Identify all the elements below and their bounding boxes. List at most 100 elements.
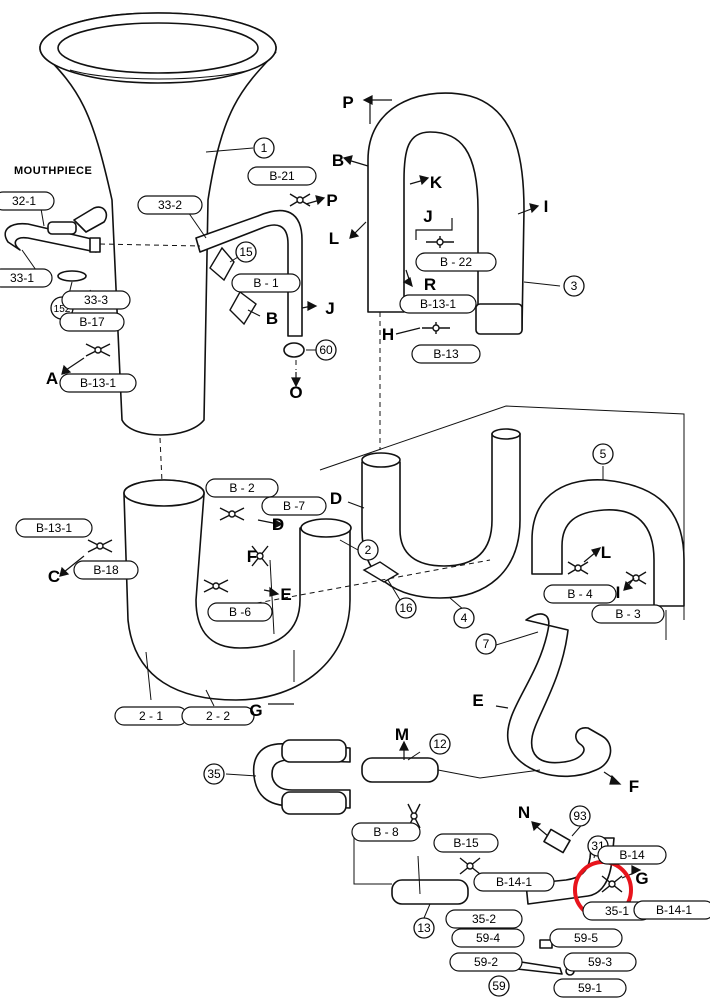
part-label-text: B - 4: [567, 587, 593, 601]
callout-number: 5: [600, 447, 607, 461]
part-label-text: 35-2: [472, 912, 496, 926]
part-label-text: 32-1: [12, 194, 36, 208]
callout-number: 3: [571, 279, 578, 293]
callout-4: 4: [453, 607, 475, 629]
part-label-text: B-15: [453, 836, 479, 850]
curved-tube: [506, 613, 612, 778]
direction-letter-dL2: L: [601, 543, 611, 562]
part-label-pill: [399, 294, 477, 314]
valve-u-tube: [361, 428, 521, 599]
callout-number: 13: [417, 921, 431, 935]
mouthpiece-assembly: [4, 206, 108, 282]
callout-number: 93: [573, 809, 587, 823]
brace-fittings: [85, 193, 647, 893]
part-label-pb15: B-15: [433, 833, 499, 853]
part-label-text: 33-1: [10, 271, 34, 285]
part-label-text: B-14-1: [656, 903, 692, 917]
part-label-pill: [0, 268, 53, 288]
leadpipe: [195, 209, 303, 337]
part-label-pill: [591, 604, 665, 624]
part-label-text: B-18: [93, 563, 119, 577]
part-label-p594: 59-4: [451, 928, 525, 948]
direction-letter-dL1: L: [329, 229, 339, 248]
callout-circle: [357, 539, 379, 561]
part-label-pill: [415, 252, 497, 272]
part-label-text: B-21: [269, 169, 295, 183]
part-label-pb131c: B-13-1: [15, 518, 93, 538]
part-label-text: B-14-1: [496, 875, 532, 889]
part-label-p332: 33-2: [137, 195, 203, 215]
part-label-pill: [207, 602, 273, 622]
direction-letter-dI1: I: [544, 197, 549, 216]
heading-group: MOUTHPIECE: [14, 165, 92, 177]
part-label-pill: [261, 496, 327, 516]
callout-number: 7: [483, 637, 490, 651]
part-label-p331: 33-1: [0, 268, 53, 288]
direction-letter-dP2: P: [326, 191, 337, 210]
callout-number: 152: [54, 304, 71, 315]
part-label-p333: 33-3: [61, 290, 131, 310]
assembly-guides: [99, 243, 491, 609]
callout-circle: [563, 275, 585, 297]
part-label-p593: 59-3: [563, 952, 637, 972]
callout-15: 15: [235, 241, 257, 263]
part-label-p595: 59-5: [549, 928, 623, 948]
direction-letter-dF2: F: [629, 777, 639, 796]
part-label-pill: [633, 900, 710, 920]
part-label-pill: [597, 845, 667, 865]
part-label-text: B-13-1: [80, 376, 116, 390]
part-label-text: 33-3: [84, 293, 108, 307]
direction-letter-dH: H: [382, 325, 394, 344]
callout-7: 7: [475, 633, 497, 655]
slide-tube-upper: [281, 739, 347, 763]
callout-5: 5: [592, 443, 614, 465]
part-label-pill: [411, 344, 481, 364]
callout-16: 16: [395, 597, 417, 619]
part-label-text: 2 - 1: [139, 709, 163, 723]
callout-12: 12: [429, 733, 451, 755]
callout-circle: [235, 241, 257, 263]
direction-letter-dP1: P: [342, 93, 353, 112]
part-label-pb8: B - 8: [351, 822, 421, 842]
part-label-text: B -7: [283, 499, 305, 513]
part-label-pb22: B - 22: [415, 252, 497, 272]
part-93: [543, 828, 571, 854]
direction-letter-dG1: G: [249, 701, 262, 720]
direction-arrows: [59, 95, 642, 879]
part-label-text: 33-2: [158, 198, 182, 212]
direction-letter-dG2: G: [635, 869, 648, 888]
part-label-pb21: B-21: [247, 166, 317, 186]
part-label-text: B - 3: [615, 607, 641, 621]
callout-circle: [488, 975, 510, 997]
leadpipe-cap: [283, 342, 305, 358]
part-label-pill: [433, 833, 499, 853]
part-label-pb131a: B-13-1: [59, 373, 137, 393]
direction-letter-dR: R: [424, 275, 436, 294]
part-label-p351: 35-1: [582, 901, 652, 921]
direction-letter-dF1: F: [247, 547, 257, 566]
callout-circle: [453, 607, 475, 629]
part-label-p352: 35-2: [445, 909, 523, 929]
part-label-pill: [73, 560, 139, 580]
part-label-pill: [473, 872, 555, 892]
callout-number: 15: [239, 245, 253, 259]
callout-13: 13: [413, 917, 435, 939]
part-label-pill: [137, 195, 203, 215]
part-label-text: B - 8: [373, 825, 399, 839]
tube-12: [361, 757, 439, 783]
part-label-pb3: B - 3: [591, 604, 665, 624]
callout-circle: [413, 917, 435, 939]
callout-number: 1: [261, 141, 268, 155]
part-label-text: 59-5: [574, 931, 598, 945]
direction-letter-dD1: D: [272, 515, 284, 534]
direction-letter-dD2: D: [330, 489, 342, 508]
plate-b1: [229, 290, 257, 326]
part-label-pill: [15, 518, 93, 538]
direction-letter-dK: K: [430, 173, 443, 192]
direction-letter-dB1: B: [332, 151, 344, 170]
part-label-text: 35-1: [605, 904, 629, 918]
part-label-pb131b: B-13-1: [399, 294, 477, 314]
part-label-p21: 2 - 1: [114, 706, 188, 726]
part-label-p321: 32-1: [0, 191, 55, 211]
